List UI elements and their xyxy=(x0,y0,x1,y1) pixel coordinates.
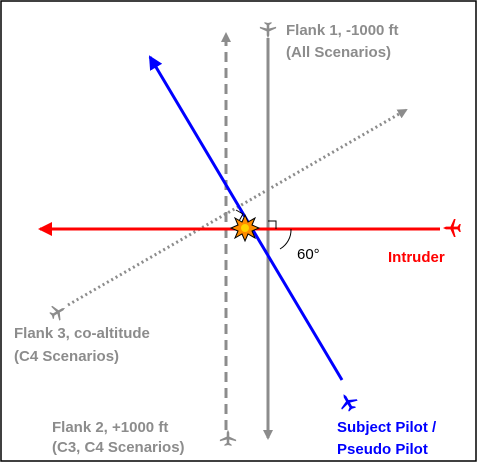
angle-label: 60° xyxy=(297,246,320,263)
explosion-icon xyxy=(229,213,261,243)
right-angle-marker xyxy=(235,209,244,222)
flank3-label-line2: (C4 Scenarios) xyxy=(14,348,119,365)
subject-label-line1: Subject Pilot / xyxy=(337,419,437,436)
flank2-label-line1: Flank 2, +1000 ft xyxy=(52,419,168,436)
right-angle-marker xyxy=(268,220,277,229)
flank3-path xyxy=(67,108,408,307)
flank2-label-line2: (C3, C4 Scenarios) xyxy=(52,439,185,456)
flank1-label-line2: (All Scenarios) xyxy=(286,44,391,61)
intruder-label: Intruder xyxy=(388,249,445,266)
subject-label-line2: Pseudo Pilot xyxy=(337,441,428,458)
flank1-label-line1: Flank 1, -1000 ft xyxy=(286,22,399,39)
angle-arc xyxy=(279,228,292,250)
flank3-label-line1: Flank 3, co-altitude xyxy=(14,325,150,342)
